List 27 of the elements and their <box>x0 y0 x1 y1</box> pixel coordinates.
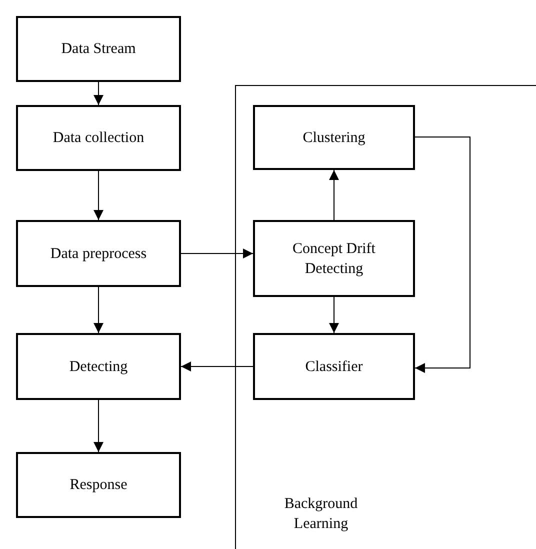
process-box <box>253 105 415 170</box>
box-label: Concept Drift Detecting <box>292 240 376 278</box>
arrow <box>94 286 104 334</box>
arrow <box>180 248 254 258</box>
arrow <box>94 400 104 452</box>
arrow <box>94 170 104 220</box>
box-label: Detecting <box>69 358 128 376</box>
arrow <box>94 82 104 106</box>
process-box <box>16 333 181 400</box>
arrow <box>414 136 470 373</box>
box-label: Classifier <box>305 358 363 376</box>
process-box <box>253 220 415 297</box>
process-box <box>253 333 415 400</box>
process-box <box>16 16 181 82</box>
box-label: Data preprocess <box>50 244 147 264</box>
box-label: Data collection <box>52 129 144 148</box>
arrow <box>329 296 339 334</box>
box-label: Clustering <box>302 128 366 148</box>
process-box <box>16 105 181 171</box>
arrow <box>329 170 339 220</box>
process-box <box>16 220 181 287</box>
arrow <box>180 362 254 372</box>
process-box <box>16 452 181 518</box>
panel-frame <box>235 85 536 549</box>
panel-label: Background Learning <box>283 495 359 534</box>
box-label: Data Stream <box>61 40 136 59</box>
box-label: Response <box>70 476 128 495</box>
